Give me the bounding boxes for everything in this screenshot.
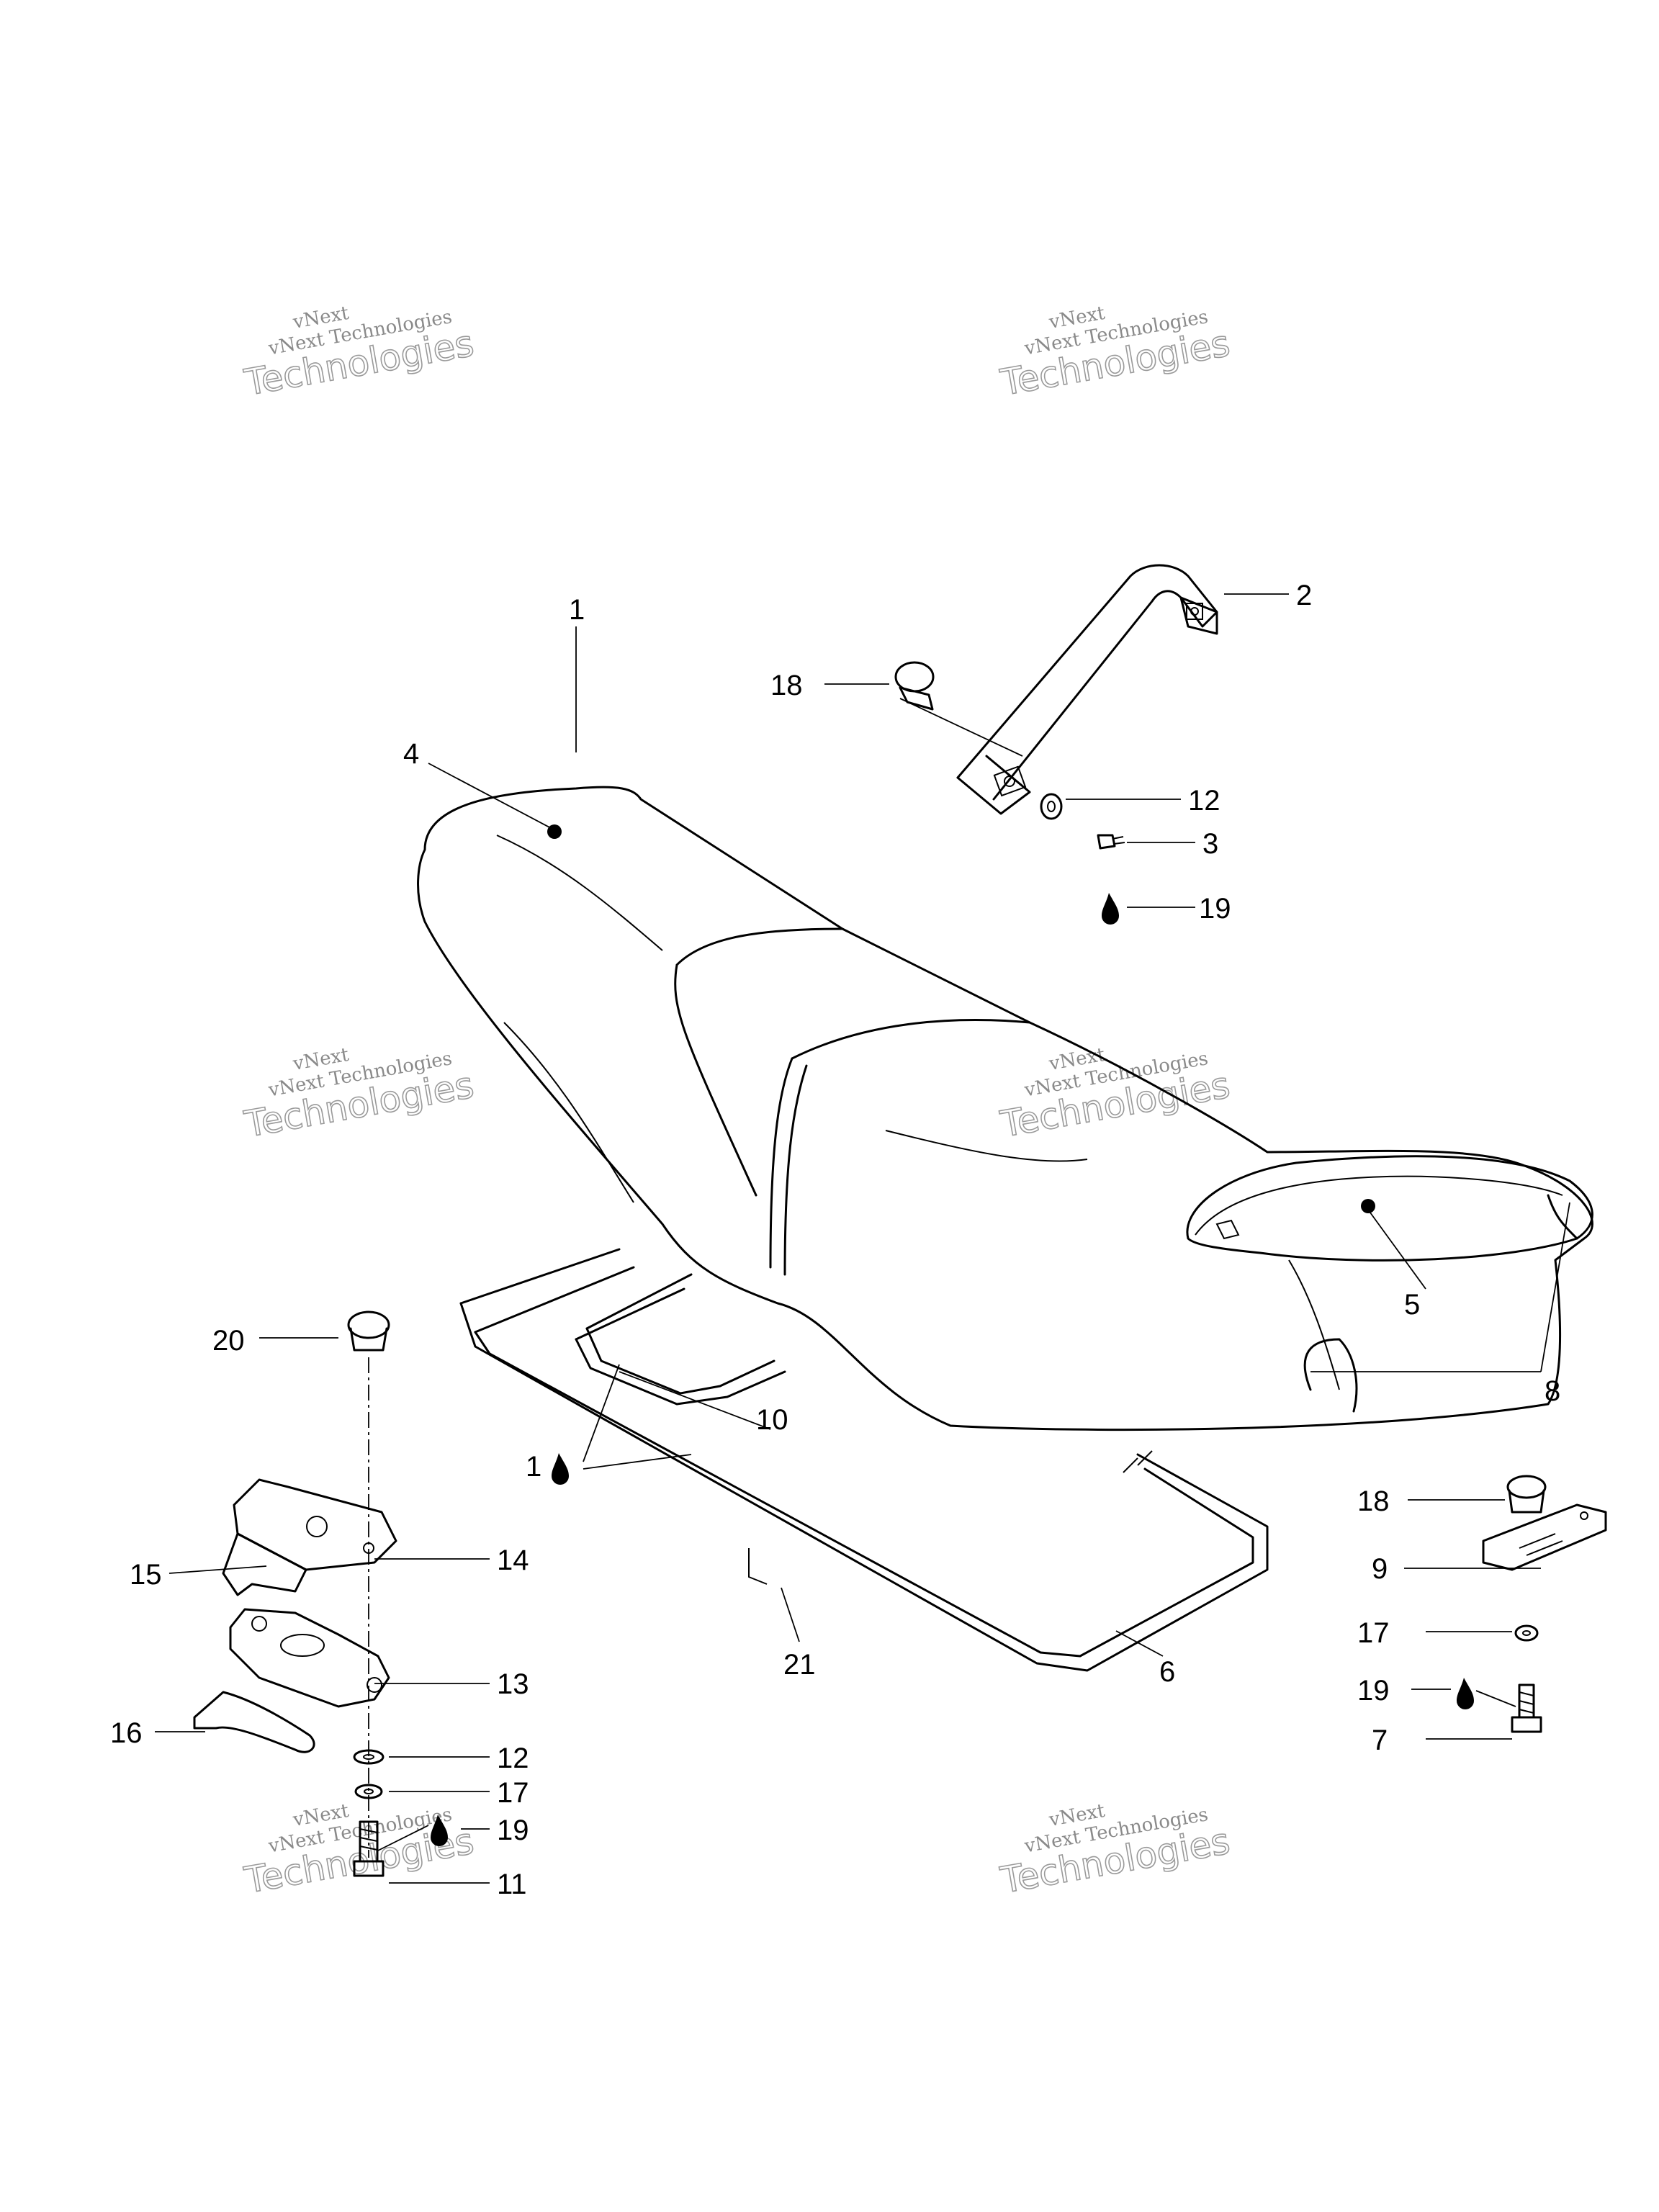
washer: [353, 1749, 385, 1765]
callout-3: 3: [1202, 828, 1218, 860]
cap-plug: [894, 661, 935, 711]
callout-10: 10: [756, 1404, 788, 1436]
callout-12-low: 12: [497, 1743, 529, 1774]
screw: [1097, 834, 1125, 850]
callout-1: 1: [569, 594, 585, 626]
callout-14: 14: [497, 1545, 529, 1576]
latch-housing: [229, 1608, 390, 1708]
watermark: vNext vNext Technologies Technologies: [997, 302, 1233, 405]
callout-19: 19: [1199, 893, 1231, 925]
callout-20: 20: [212, 1325, 245, 1357]
drop-icon: [552, 1453, 569, 1485]
callout-4: 4: [403, 738, 419, 770]
callout-19-right: 19: [1357, 1675, 1390, 1707]
inner-frame: [575, 1273, 786, 1406]
retaining-pin: [193, 1691, 315, 1753]
callout-2: 2: [1296, 580, 1312, 611]
cap-plug: [347, 1310, 390, 1352]
watermark: vNext vNext Technologies Technologies: [997, 1044, 1233, 1146]
callout-12: 12: [1188, 785, 1220, 817]
lock-washer: [354, 1784, 383, 1799]
latch-plate: [222, 1478, 397, 1596]
drop-icon: [431, 1815, 448, 1846]
callout-labels: 1 2 18 12 3 19 4 5 8 20 10 1 14 15 13 21…: [110, 580, 1560, 1900]
callout-17-right: 17: [1357, 1617, 1390, 1649]
callout-9: 9: [1372, 1553, 1388, 1585]
screw: [1511, 1683, 1542, 1733]
drop-icon: [1457, 1678, 1474, 1709]
callout-1-mid: 1: [526, 1451, 541, 1483]
callout-11: 11: [497, 1869, 527, 1900]
seat-body: [417, 786, 1593, 1431]
washer: [1040, 793, 1063, 820]
callout-8: 8: [1545, 1375, 1560, 1407]
callout-19-low: 19: [497, 1815, 529, 1846]
callout-13: 13: [497, 1668, 529, 1700]
grab-handle: [956, 564, 1218, 815]
drop-icon: [1102, 893, 1119, 925]
watermark: vNext vNext Technologies Technologies: [240, 1044, 477, 1146]
leader-lines: [155, 593, 1570, 1884]
callout-21: 21: [783, 1649, 816, 1681]
cap-plug: [1506, 1475, 1547, 1514]
callout-17-low: 17: [497, 1777, 529, 1809]
screw: [353, 1820, 385, 1877]
callout-18-right: 18: [1357, 1485, 1390, 1517]
callout-7: 7: [1372, 1725, 1388, 1756]
callout-6: 6: [1159, 1656, 1175, 1688]
callout-15: 15: [130, 1559, 162, 1591]
callout-5: 5: [1404, 1289, 1420, 1321]
callout-16: 16: [110, 1717, 143, 1749]
watermark: vNext vNext Technologies Technologies: [240, 302, 477, 405]
lock-washer: [1514, 1624, 1539, 1642]
callout-18: 18: [770, 670, 803, 701]
watermark: vNext vNext Technologies Technologies: [997, 1800, 1233, 1902]
seat-base-frame: [459, 1248, 1269, 1672]
bracket-plate: [1482, 1503, 1607, 1571]
